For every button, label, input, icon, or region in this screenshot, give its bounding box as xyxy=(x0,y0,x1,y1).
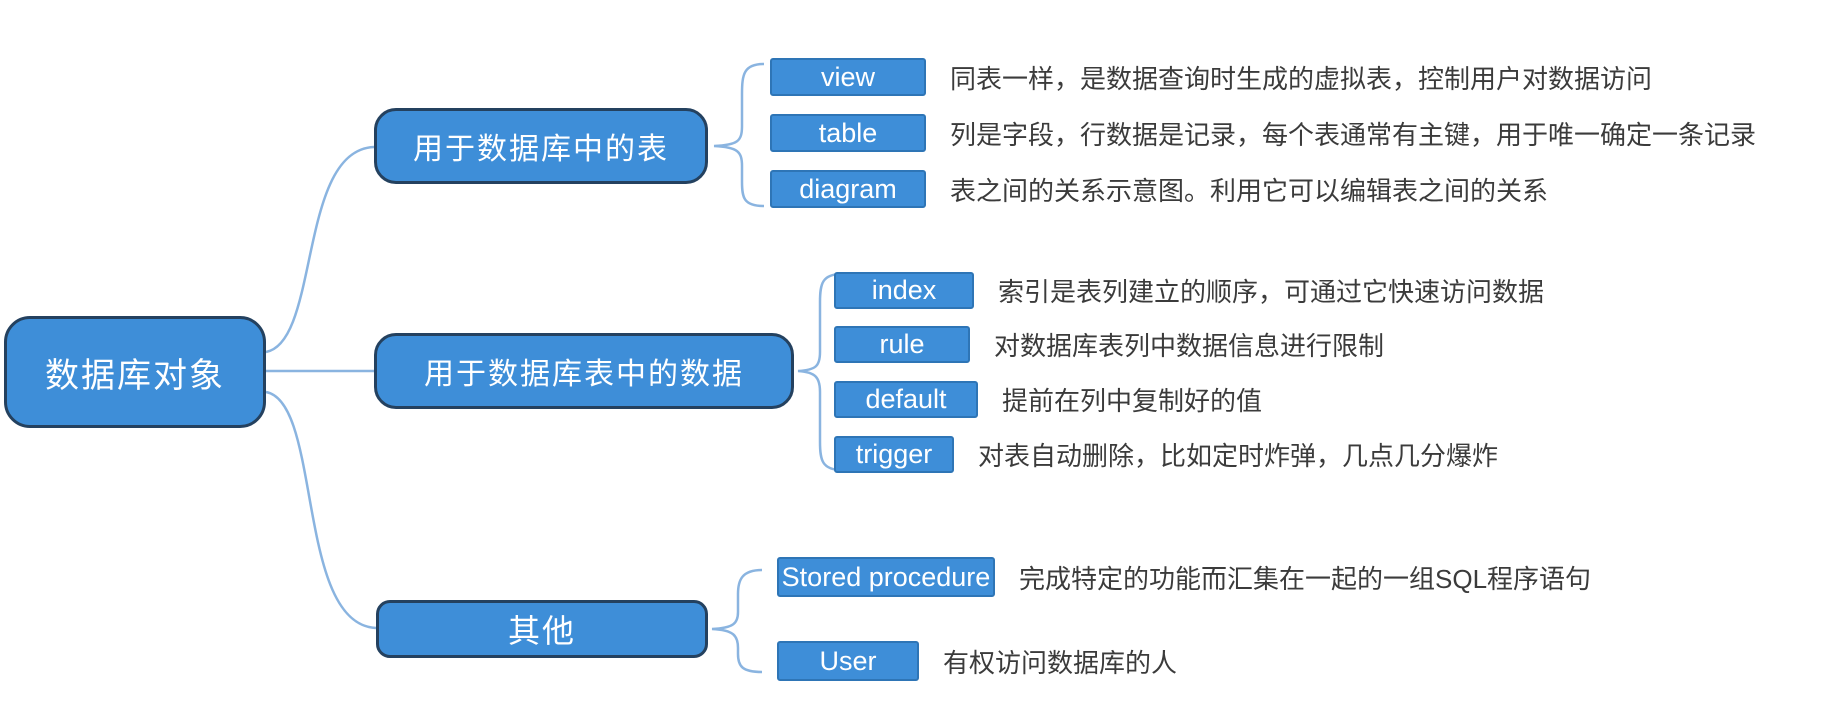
leaf-desc-rule: 对数据库表列中数据信息进行限制 xyxy=(994,331,1385,361)
branch-node-tables[interactable]: 用于数据库中的表 xyxy=(374,108,708,184)
leaf-desc-view: 同表一样，是数据查询时生成的虚拟表，控制用户对数据访问 xyxy=(950,63,1653,94)
leaf-desc-table: 列是字段，行数据是记录，每个表通常有主键，用于唯一确定一条记录 xyxy=(950,119,1757,150)
branch-node-table-data[interactable]: 用于数据库表中的数据 xyxy=(374,333,794,409)
connector-root-branch3 xyxy=(265,390,377,630)
leaf-row-trigger: trigger 对表自动删除，比如定时炸弹，几点几分爆炸 xyxy=(834,436,1498,473)
leaf-desc-diagram: 表之间的关系示意图。利用它可以编辑表之间的关系 xyxy=(950,175,1549,206)
leaf-row-diagram: diagram 表之间的关系示意图。利用它可以编辑表之间的关系 xyxy=(770,170,1548,208)
leaf-desc-stored-procedure: 完成特定的功能而汇集在一起的一组SQL程序语句 xyxy=(1019,563,1592,594)
leaf-node-default[interactable]: default xyxy=(834,381,978,418)
leaf-node-index[interactable]: index xyxy=(834,272,974,309)
leaf-row-table: table 列是字段，行数据是记录，每个表通常有主键，用于唯一确定一条记录 xyxy=(770,114,1756,152)
brace-branch1 xyxy=(713,62,765,208)
brace-branch3 xyxy=(711,568,763,674)
leaf-desc-index: 索引是表列建立的顺序，可通过它快速访问数据 xyxy=(998,277,1545,307)
root-node-database-objects[interactable]: 数据库对象 xyxy=(4,316,266,428)
leaf-desc-user: 有权访问数据库的人 xyxy=(943,647,1178,678)
connector-root-branch1 xyxy=(265,145,375,354)
leaf-row-stored-procedure: Stored procedure 完成特定的功能而汇集在一起的一组SQL程序语句 xyxy=(777,557,1591,597)
branch-node-other[interactable]: 其他 xyxy=(376,600,708,658)
leaf-row-view: view 同表一样，是数据查询时生成的虚拟表，控制用户对数据访问 xyxy=(770,58,1652,96)
leaf-node-view[interactable]: view xyxy=(770,58,926,96)
leaf-node-diagram[interactable]: diagram xyxy=(770,170,926,208)
leaf-node-stored-procedure[interactable]: Stored procedure xyxy=(777,557,995,597)
leaf-row-default: default 提前在列中复制好的值 xyxy=(834,381,1262,418)
leaf-node-user[interactable]: User xyxy=(777,641,919,681)
leaf-row-user: User 有权访问数据库的人 xyxy=(777,641,1177,681)
leaf-row-rule: rule 对数据库表列中数据信息进行限制 xyxy=(834,326,1384,363)
leaf-row-index: index 索引是表列建立的顺序，可通过它快速访问数据 xyxy=(834,272,1544,309)
leaf-node-table[interactable]: table xyxy=(770,114,926,152)
leaf-desc-default: 提前在列中复制好的值 xyxy=(1002,386,1263,416)
leaf-desc-trigger: 对表自动删除，比如定时炸弹，几点几分爆炸 xyxy=(978,441,1499,471)
leaf-node-trigger[interactable]: trigger xyxy=(834,436,954,473)
leaf-node-rule[interactable]: rule xyxy=(834,326,970,363)
